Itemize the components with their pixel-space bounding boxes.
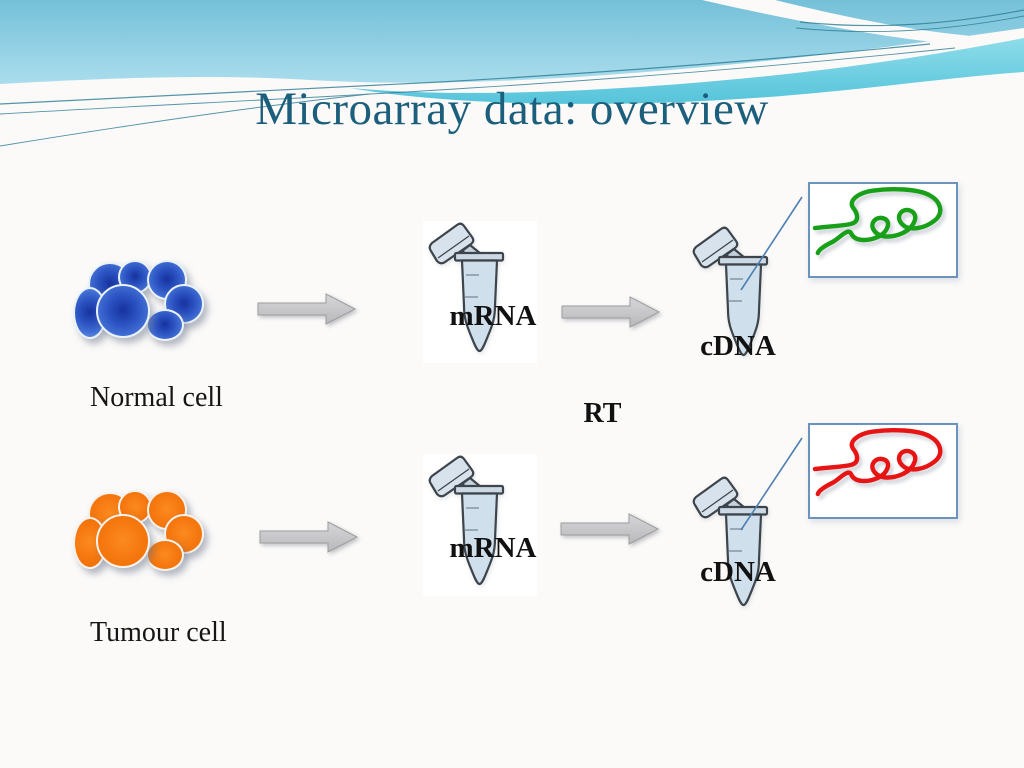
mrna-tube-icon xyxy=(428,455,505,586)
flow-arrow-icon xyxy=(259,521,359,553)
tumour-cell-label: Tumour cell xyxy=(90,617,227,648)
cdna-tube-icon xyxy=(692,476,769,607)
flow-arrow-icon xyxy=(560,513,660,545)
cdna-strand-box xyxy=(808,182,958,278)
normal-cell-label: Normal cell xyxy=(90,382,223,413)
flow-arrow-icon xyxy=(257,293,357,325)
mrna-label: mRNA xyxy=(449,300,537,332)
red-strand-icon xyxy=(812,427,943,497)
cdna-tube-icon xyxy=(692,226,769,357)
cell-circle xyxy=(146,539,184,571)
cdna-label: cDNA xyxy=(700,330,776,362)
cell-circle xyxy=(146,309,184,341)
normal-cell-cluster-icon xyxy=(68,253,208,345)
callout-line xyxy=(740,437,803,531)
green-strand-icon xyxy=(812,186,943,256)
header-wave-decoration xyxy=(0,0,1024,147)
rt-label: RT xyxy=(583,398,622,429)
flow-arrow-icon xyxy=(561,296,661,328)
mrna-tube-icon xyxy=(428,222,505,353)
cdna-label: cDNA xyxy=(700,556,776,588)
cell-circle xyxy=(96,514,150,568)
tumour-cell-cluster-icon xyxy=(68,483,208,575)
callout-line xyxy=(740,196,803,291)
cdna-strand-box xyxy=(808,423,958,519)
mrna-label: mRNA xyxy=(449,532,537,564)
cell-circle xyxy=(96,284,150,338)
slide-title: Microarray data: overview xyxy=(255,83,769,135)
